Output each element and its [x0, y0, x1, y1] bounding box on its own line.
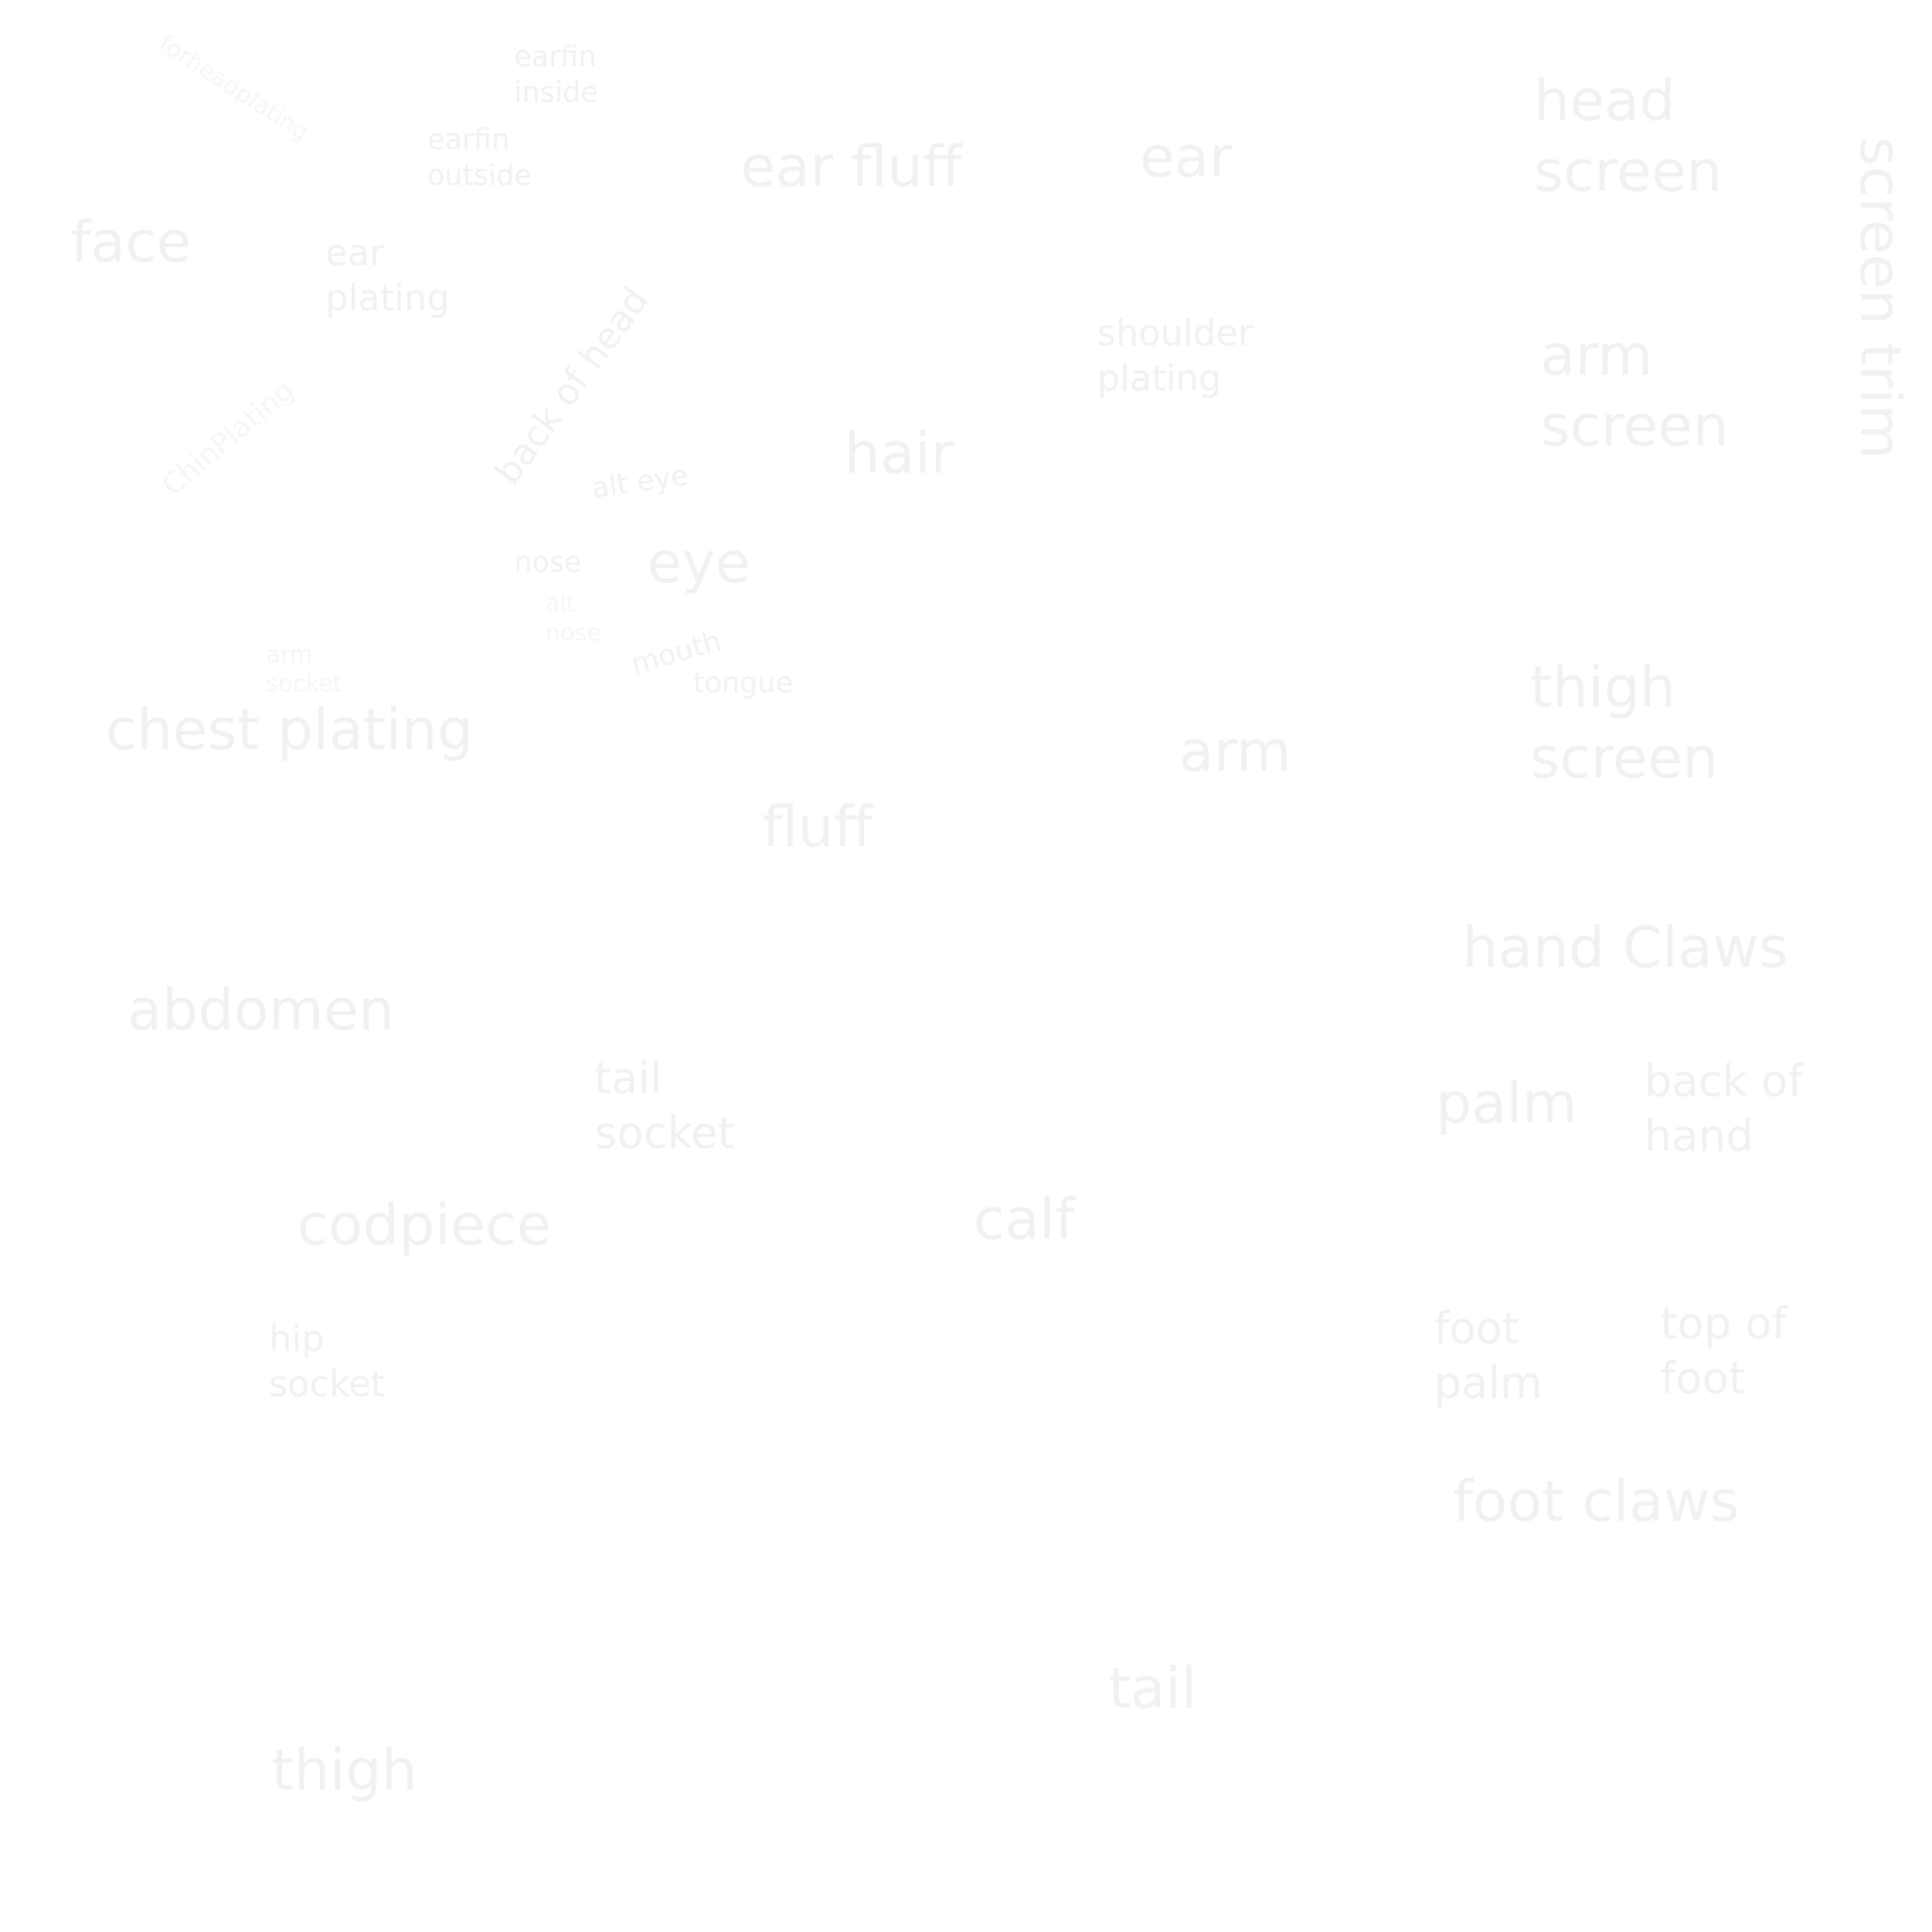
label-back-of-hand: back of hand: [1644, 1056, 1804, 1161]
label-back-of-head: back of head: [486, 279, 657, 492]
label-screen-trim: screen trim: [1847, 137, 1913, 459]
label-arm-screen: arm screen: [1541, 323, 1729, 459]
label-thigh-screen: thigh screen: [1530, 655, 1719, 791]
label-alt-eye: alt eye: [590, 458, 691, 506]
label-face: face: [71, 209, 192, 275]
label-tongue: tongue: [693, 667, 793, 700]
label-foot-palm: foot palm: [1434, 1303, 1542, 1408]
label-ear-plating: ear plating: [325, 232, 450, 319]
label-arm-socket: arm socket: [266, 641, 342, 698]
label-thigh: thigh: [272, 1738, 418, 1804]
label-hair: hair: [844, 421, 955, 487]
label-ear: ear: [1140, 125, 1233, 191]
label-arm: arm: [1179, 719, 1291, 785]
label-hip-socket: hip socket: [269, 1318, 385, 1405]
label-head-screen: head screen: [1534, 68, 1723, 205]
label-hand-claws: hand Claws: [1462, 915, 1789, 981]
label-tail: tail: [1108, 1656, 1197, 1722]
label-chin-plating: ChinPlating: [156, 374, 301, 503]
label-ear-fluff: ear fluff: [741, 134, 962, 200]
label-forheadplating: forheadplating: [154, 28, 314, 146]
label-abdomen: abdomen: [127, 977, 395, 1043]
label-alt-nose: alt nose: [545, 590, 602, 647]
label-nose: nose: [514, 546, 582, 579]
label-eye: eye: [647, 530, 751, 596]
label-calf: calf: [974, 1187, 1075, 1253]
label-top-of-foot: top of foot: [1660, 1298, 1788, 1404]
label-earfin-inside: earfin inside: [514, 41, 598, 109]
label-palm: palm: [1436, 1071, 1577, 1137]
label-earfin-outside: earfin outside: [427, 124, 532, 192]
label-codpiece: codpiece: [297, 1192, 552, 1258]
label-chest-plating: chest plating: [106, 697, 474, 763]
label-fluff: fluff: [762, 794, 874, 860]
label-foot-claws: foot claws: [1453, 1469, 1740, 1535]
label-shoulder-plating: shoulder plating: [1097, 312, 1253, 399]
label-tail-socket: tail socket: [594, 1053, 735, 1158]
